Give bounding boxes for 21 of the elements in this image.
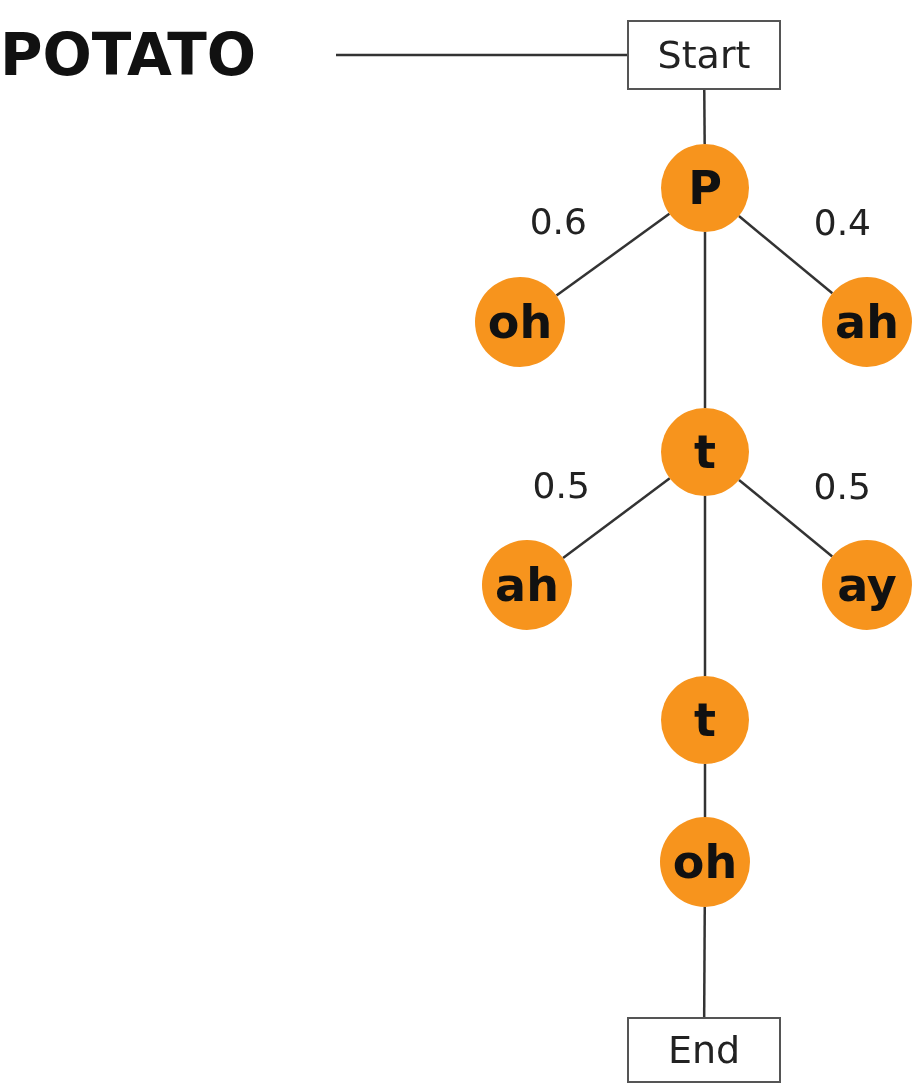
connector-line [703, 496, 707, 676]
connector-line [703, 764, 707, 817]
connector-line [336, 53, 627, 57]
phoneme-circle: oh [475, 277, 565, 367]
state-box: Start [627, 20, 781, 90]
word-label: POTATO [0, 20, 336, 90]
connector-line [555, 212, 671, 297]
connector-line [703, 232, 707, 408]
phoneme-circle: ah [822, 277, 912, 367]
phoneme-circle: t [661, 408, 749, 496]
phoneme-circle: ah [482, 540, 572, 630]
connector-line [738, 478, 833, 558]
state-box: End [627, 1017, 781, 1083]
connector-line [703, 90, 706, 144]
phoneme-circle: t [661, 676, 749, 764]
connector-line [562, 477, 671, 560]
connector-line [738, 215, 834, 295]
phoneme-circle: oh [660, 817, 750, 907]
connector-line [702, 907, 706, 1017]
phoneme-circle: P [661, 144, 749, 232]
phoneme-circle: ay [822, 540, 912, 630]
